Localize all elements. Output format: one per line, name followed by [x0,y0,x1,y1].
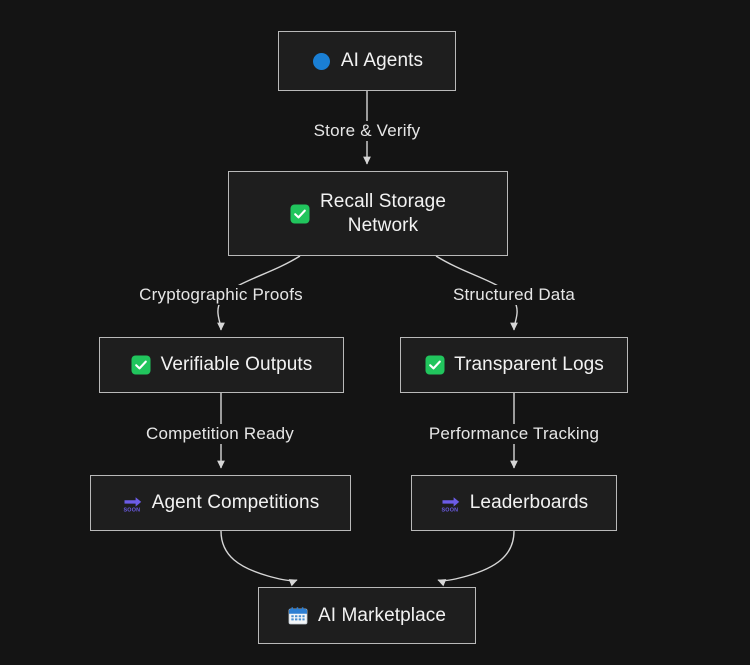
svg-text:SOON: SOON [123,507,140,513]
edge-label-store-and-verify: Store & Verify [308,121,426,141]
node-label-ai-marketplace: AI Marketplace [317,604,447,626]
edge-competitions-to-marketplace [220,530,298,587]
soon-arrow-icon: SOON [440,493,461,514]
soon-arrow-icon: SOON [122,493,143,514]
edge-label-cryptographic-proofs: Cryptographic Proofs [134,285,308,305]
node-ai-marketplace[interactable]: AI Marketplace [258,587,476,644]
node-verifiable-outputs[interactable]: Verifiable Outputs [99,337,344,393]
node-label-agent-competitions: Agent Competitions [151,492,320,514]
node-label-transparent-logs: Transparent Logs [454,354,604,376]
edge-label-performance-tracking: Performance Tracking [423,424,605,444]
node-recall-storage-network[interactable]: Recall Storage Network [228,171,508,256]
green-check-icon [131,355,152,376]
calendar-icon [288,605,309,626]
edge-label-competition-ready: Competition Ready [141,424,299,444]
edge-label-structured-data: Structured Data [447,285,581,305]
node-leaderboards[interactable]: SOON Leaderboards [411,475,617,531]
node-label-recall-storage-network: Recall Storage Network [319,190,447,236]
node-label-verifiable-outputs: Verifiable Outputs [160,354,313,376]
svg-text:SOON: SOON [441,507,458,513]
green-check-icon [290,203,311,224]
blue-dot-icon [311,51,332,72]
edge-leaderboards-to-marketplace [437,530,515,587]
node-label-leaderboards: Leaderboards [469,492,589,514]
node-agent-competitions[interactable]: SOON Agent Competitions [90,475,351,531]
node-ai-agents[interactable]: AI Agents [278,31,456,91]
node-label-ai-agents: AI Agents [340,50,424,72]
green-check-icon [424,355,445,376]
node-transparent-logs[interactable]: Transparent Logs [400,337,628,393]
